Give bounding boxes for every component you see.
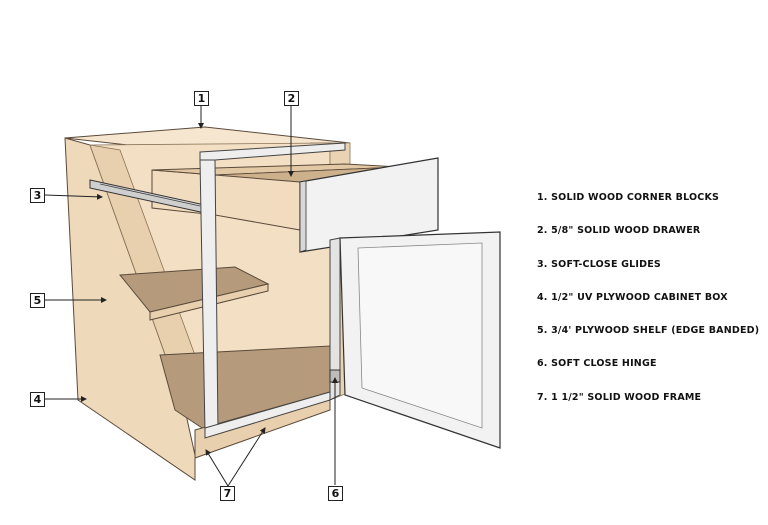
door-inner-panel <box>357 242 483 429</box>
legend-item: 3. SOFT-CLOSE GLIDES <box>537 258 661 270</box>
callout-3: 3 <box>30 188 45 203</box>
legend-item: 5. 3/4' PLYWOOD SHELF (EDGE BANDED) <box>537 325 760 337</box>
legend-item: 6. SOFT CLOSE HINGE <box>537 358 657 370</box>
legend-item: 1. SOLID WOOD CORNER BLOCKS <box>537 192 720 203</box>
legend-item: 4. 1/2" UV PLYWOOD CABINET BOX <box>537 291 728 303</box>
callout-1: 1 <box>194 91 209 106</box>
legend-item: 7. 1 1/2" SOLID WOOD FRAME <box>537 391 702 403</box>
callout-6: 6 <box>328 486 343 501</box>
drawer-front-side <box>299 180 307 253</box>
leader-line-7a <box>205 449 229 487</box>
face-frame-top-rail <box>199 142 346 161</box>
callout-5: 5 <box>30 293 45 308</box>
legend-item: 2. 5/8" SOLID WOOD DRAWER <box>537 225 701 237</box>
face-frame-right-stile <box>329 237 341 401</box>
callout-4: 4 <box>30 392 45 407</box>
callout-2: 2 <box>284 91 299 106</box>
leader-line-3 <box>44 193 103 200</box>
leader-line-7b <box>227 427 266 487</box>
callout-7: 7 <box>220 486 235 501</box>
parts-legend: 1. SOLID WOOD CORNER BLOCKS 2. 5/8" SOLI… <box>537 192 759 425</box>
